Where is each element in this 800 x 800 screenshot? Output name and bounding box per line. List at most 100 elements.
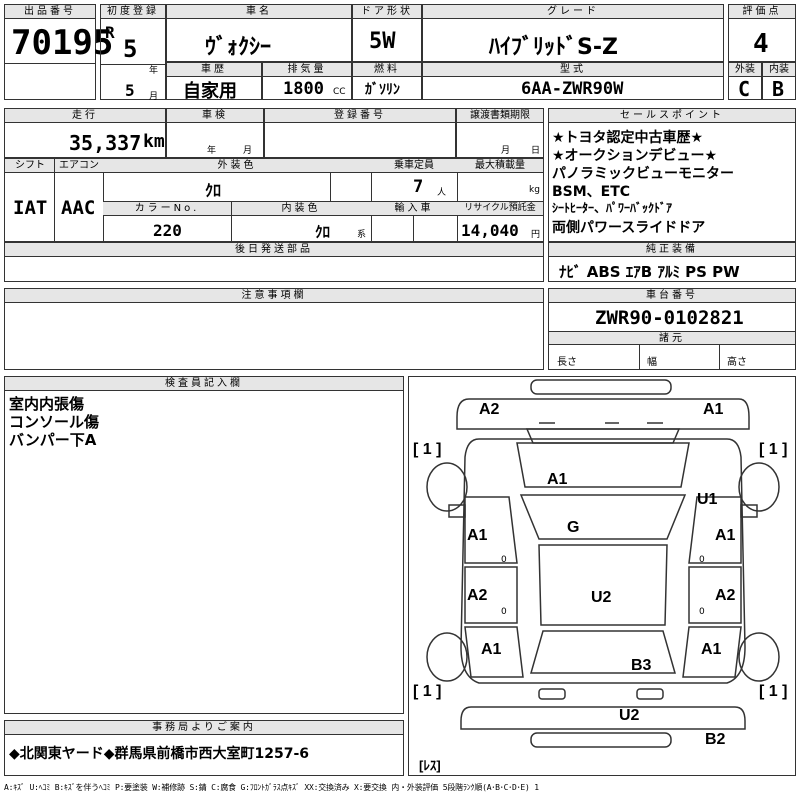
exterior-label: 外装	[729, 63, 761, 77]
door-label: ドア形状	[353, 5, 421, 19]
interior-color: ｸﾛ	[315, 223, 331, 241]
damage-mark-left-rear-door: A2	[467, 587, 488, 604]
sales-line: ★トヨタ認定中古車歴★	[552, 130, 704, 146]
divider	[639, 345, 640, 369]
score-box: 評価点 4	[728, 4, 796, 62]
inspector-line: コンソール傷	[9, 413, 100, 431]
lot-box: 出品番号 70195	[4, 4, 113, 100]
reg-month-unit: 月	[149, 92, 159, 102]
inspection-month-unit: 月	[243, 146, 253, 156]
interior-label: 内装	[763, 63, 795, 77]
sales-line: ★オークションデビュー★	[552, 148, 718, 164]
damage-legend: A:ｷｽﾞ U:ﾍｺﾐ B:ｷｽﾞを伴うﾍｺﾐ P:要塗装 W:補修跡 S:錆 …	[4, 783, 539, 792]
shift-label: シフト	[5, 159, 55, 173]
grade: ﾊｲﾌﾞﾘｯﾄﾞS-Z	[489, 35, 618, 60]
capacity: 7	[413, 177, 424, 197]
spare-tire-label: [ﾚｽ]	[419, 758, 441, 773]
divider	[231, 202, 232, 241]
inspector-label: 検査員記入欄	[5, 377, 403, 391]
name-box: 車名 ｳﾞｫｸｼｰ	[166, 4, 352, 62]
width-label: 幅	[647, 357, 657, 368]
score-label: 評価点	[729, 5, 795, 19]
tire-tread-front-right: [ 1 ]	[759, 441, 788, 458]
sales-line: ｼｰﾄﾋｰﾀｰ、ﾊﾟﾜｰﾊﾞｯｸﾄﾞｱ	[552, 201, 673, 215]
door-box: ドア形状 5W	[352, 4, 422, 62]
notes-label: 注意事項欄	[5, 289, 543, 303]
damage-mark-front-right: A1	[703, 401, 724, 418]
office-label: 事務局よりご案内	[5, 721, 403, 735]
recycle-fee: 14,040	[461, 221, 519, 240]
reg-year: 5	[123, 35, 138, 63]
zero-mark: 0	[501, 607, 507, 617]
fuel: ｶﾞｿﾘﾝ	[365, 82, 400, 98]
damage-mark-right-front-door: A1	[715, 527, 736, 544]
shift-type: IAT	[13, 197, 48, 219]
tire-tread-rear-left: [ 1 ]	[413, 683, 442, 700]
notes-box: 注意事項欄	[4, 288, 544, 370]
mileage-unit: km	[143, 131, 165, 152]
era: R	[105, 23, 115, 42]
inspection-year-unit: 年	[207, 146, 217, 156]
model-code: 6AA-ZWR90W	[521, 79, 624, 99]
displacement-label: 排気量	[263, 63, 351, 77]
registration-number-box: 登録番号	[264, 108, 456, 158]
chassis-label: 車台番号	[549, 289, 795, 303]
divider	[103, 159, 104, 241]
recycle-label: リサイクル預託金	[457, 202, 543, 216]
mileage: 35,337	[69, 131, 142, 155]
transfer-month-unit: 月	[501, 146, 511, 156]
registration-number-label: 登録番号	[265, 109, 455, 123]
color-label: 外装色	[103, 159, 371, 173]
name-label: 車名	[167, 5, 351, 19]
divider	[5, 63, 95, 64]
color-number-label: カラーNo.	[103, 202, 231, 216]
capacity-label: 乗車定員	[371, 159, 457, 173]
displacement-unit: CC	[333, 87, 346, 97]
divider	[103, 201, 543, 202]
divider	[371, 159, 372, 241]
inspection-box: 車検 年 月	[166, 108, 264, 158]
divider	[330, 173, 331, 201]
damage-mark-rear-bumper: B2	[705, 731, 726, 748]
damage-mark-right-quarter: A1	[701, 641, 722, 658]
damage-mark-hood: A1	[547, 471, 568, 488]
transfer-doc-box: 譲渡書類期限 月 日	[456, 108, 544, 158]
chassis-box: 車台番号 ZWR90-0102821 諸元 長さ 幅 高さ	[548, 288, 796, 370]
damage-mark-left-quarter: A1	[481, 641, 502, 658]
inspector-box: 検査員記入欄 室内内張傷 コンソール傷 バンパー下A	[4, 376, 404, 714]
exterior-color: ｸﾛ	[205, 181, 222, 200]
sales-line: BSM、ETC	[552, 184, 631, 200]
mileage-label: 走行	[5, 109, 165, 123]
inspection-label: 車検	[167, 109, 263, 123]
interior-color-label: 内装色	[231, 202, 371, 216]
exterior-grade: C	[738, 77, 751, 101]
sales-points-box: セールスポイント ★トヨタ認定中古車歴★ ★オークションデビュー★ パノラミック…	[548, 108, 796, 242]
chassis-number: ZWR90-0102821	[595, 307, 744, 329]
door-type: 5W	[369, 29, 396, 54]
office-box: 事務局よりご案内 ◆北関東ヤード◆群馬県前橋市西大室町1257-6	[4, 720, 404, 776]
damage-diagram: A2 A1 A1 G U1 A1 A1 A2 A2 U2 A1 A1 B3 U2…	[408, 376, 796, 776]
damage-mark-back-door: B3	[631, 657, 652, 674]
later-parts-box: 後日発送部品	[4, 242, 544, 282]
mileage-box: 走行 35,337 km	[4, 108, 166, 158]
reg-month: 5	[125, 81, 135, 100]
tire-tread-front-left: [ 1 ]	[413, 441, 442, 458]
zero-mark: 0	[699, 555, 705, 565]
max-load-unit: kg	[529, 185, 540, 195]
damage-mark-left-front-door: A1	[467, 527, 488, 544]
grade-label: グレード	[423, 5, 723, 19]
interior-grade: B	[772, 77, 785, 101]
lot-number: 70195	[11, 23, 114, 63]
capacity-unit: 人	[437, 188, 447, 198]
damage-mark-right-fender: U1	[697, 491, 718, 508]
score: 4	[753, 29, 769, 59]
reg-year-unit: 年	[149, 66, 159, 76]
height-label: 高さ	[727, 357, 747, 368]
tire-tread-rear-right: [ 1 ]	[759, 683, 788, 700]
ac-label: エアコン	[55, 159, 103, 173]
car-outline-drawing	[426, 379, 780, 748]
color-number: 220	[153, 221, 182, 240]
divider	[719, 345, 720, 369]
history-box: 車歴 自家用	[166, 62, 262, 102]
recycle-unit: 円	[531, 230, 541, 240]
